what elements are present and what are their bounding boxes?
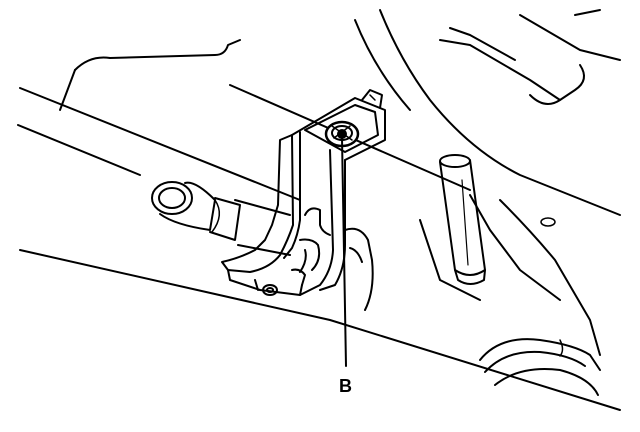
- pipe-stub: [439, 154, 486, 285]
- hose: [151, 181, 291, 256]
- bracket: [221, 89, 386, 311]
- callout-leader-line: [341, 137, 347, 367]
- bolt-b: [324, 120, 360, 148]
- callout-label-b: B: [339, 376, 352, 396]
